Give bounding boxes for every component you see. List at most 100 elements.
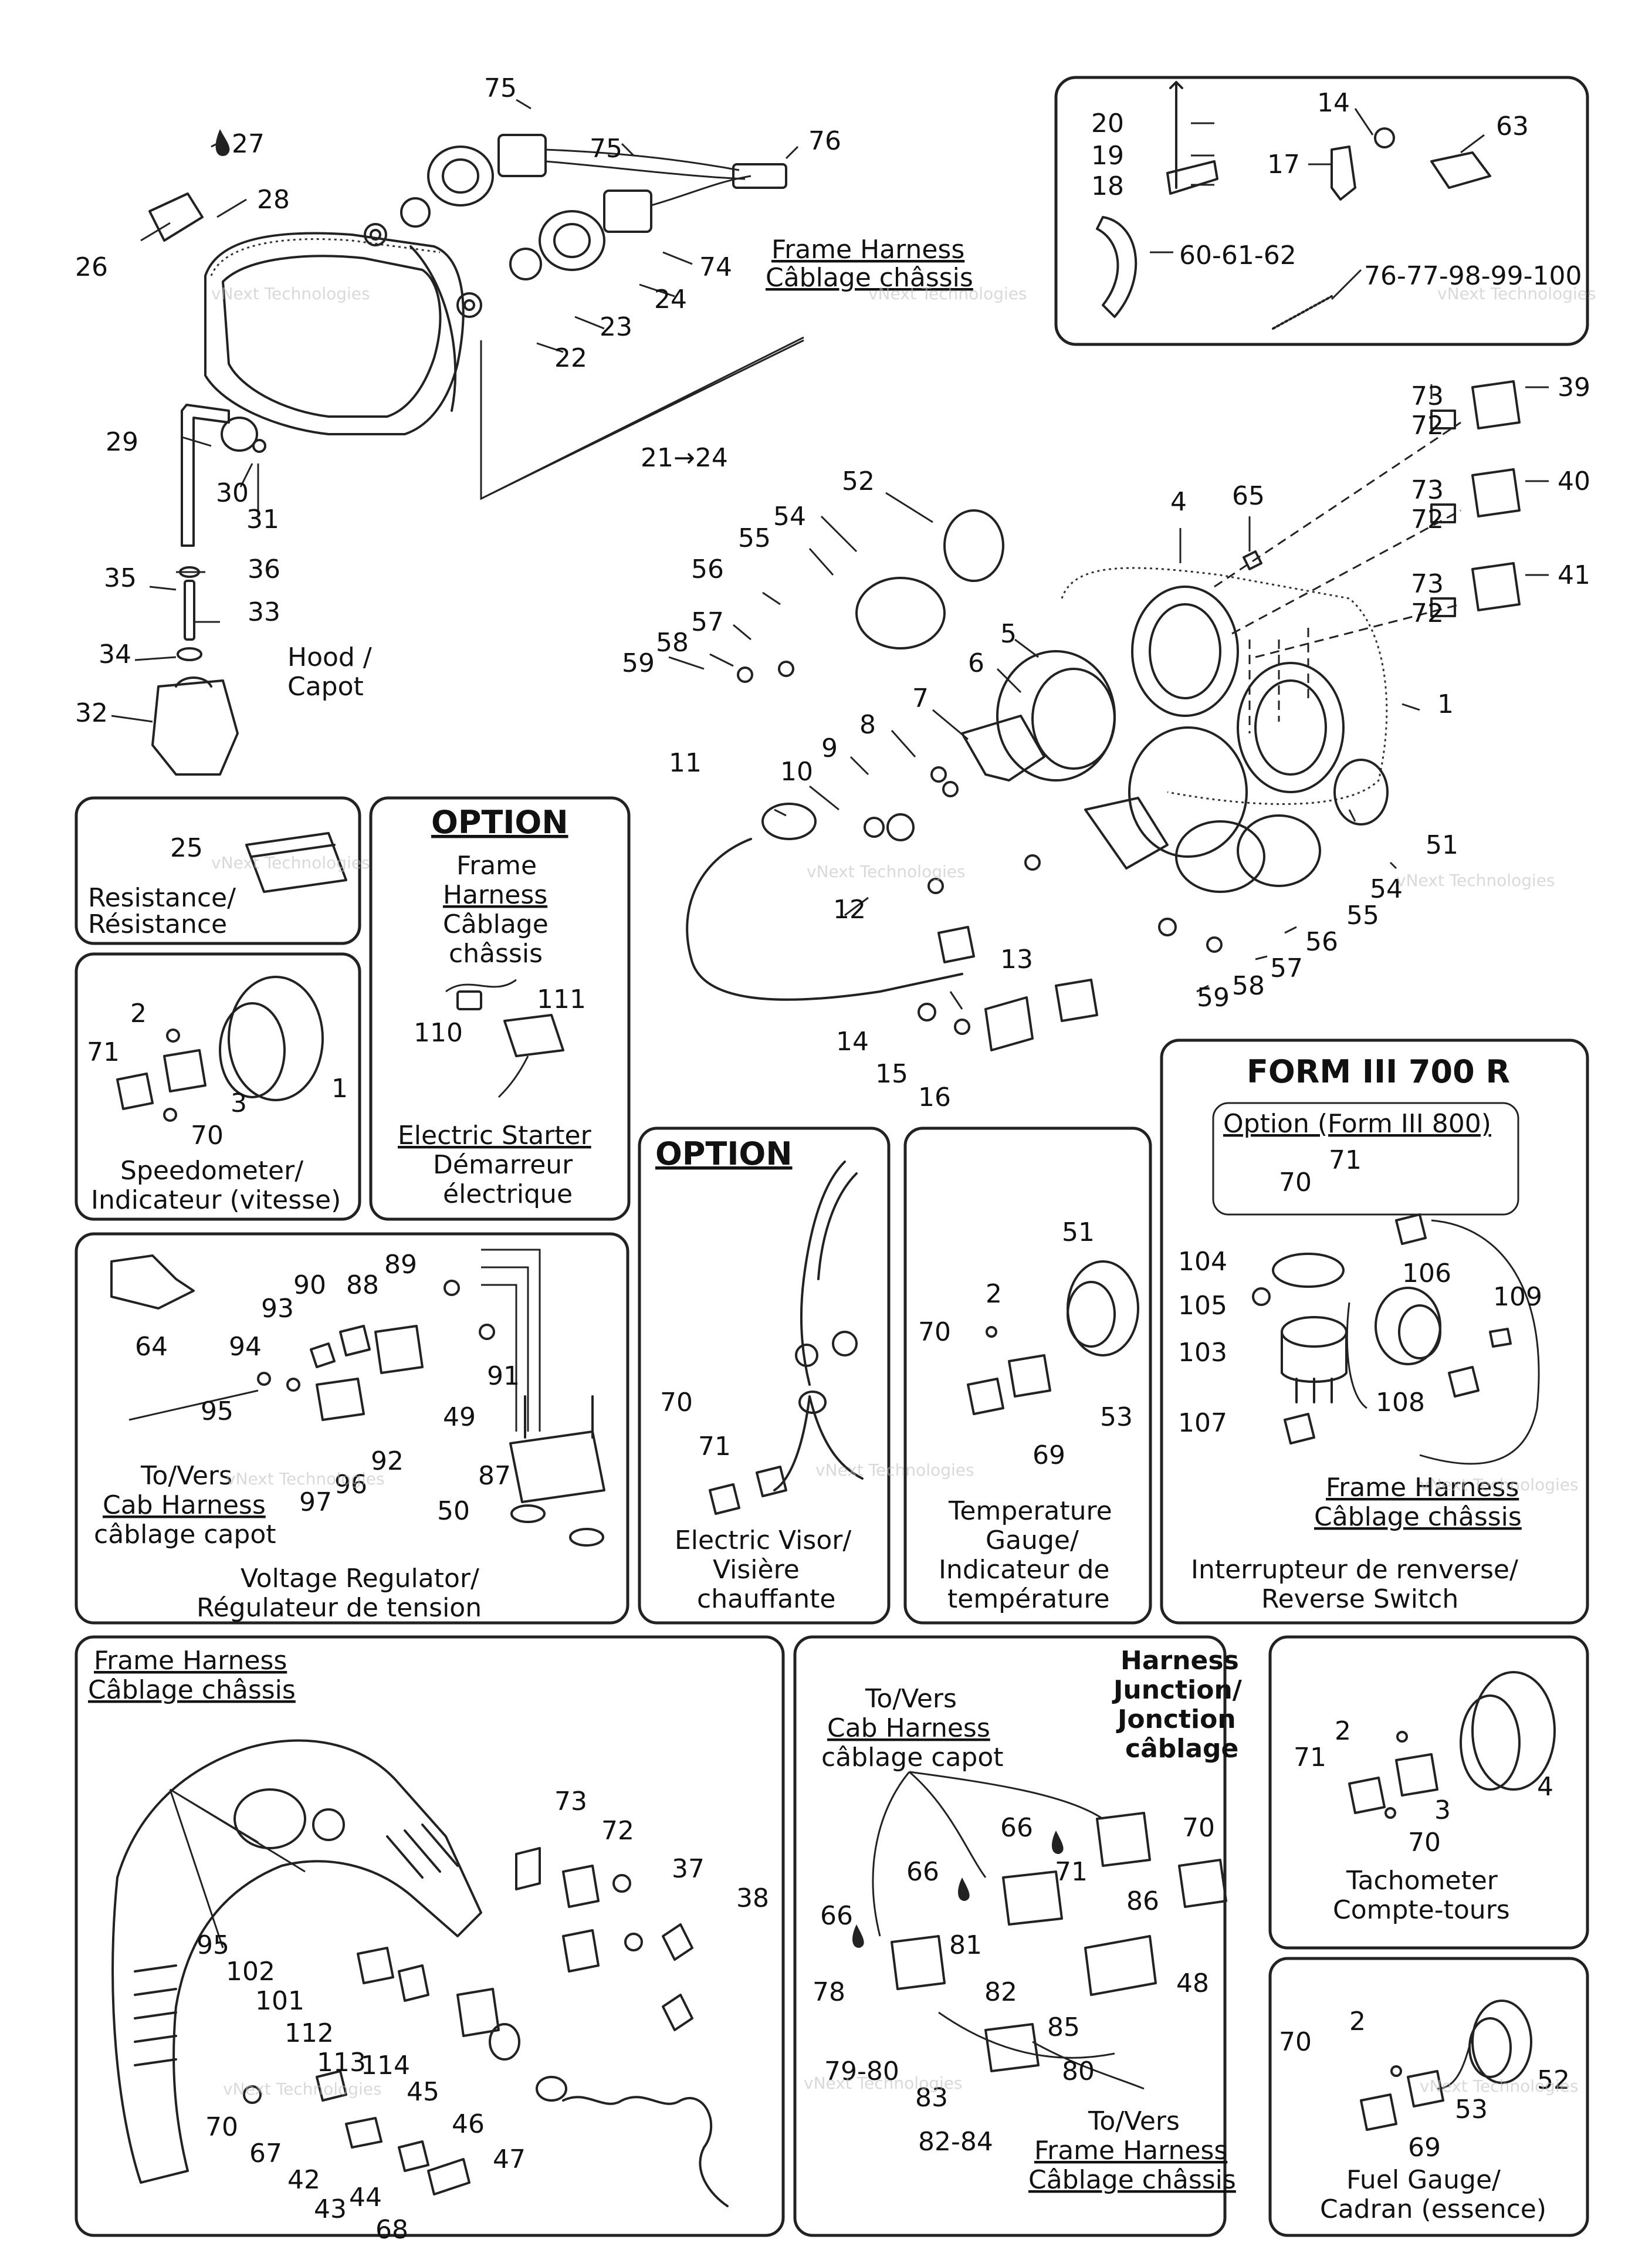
callout: 109 <box>1493 1282 1542 1312</box>
callout: 2 <box>986 1279 1002 1309</box>
frame-harness-form: Frame Harness <box>1326 1473 1519 1503</box>
callout: 10 <box>780 757 813 787</box>
callout: 18 <box>1091 171 1124 201</box>
callout: 4 <box>1170 487 1187 517</box>
callout: 34 <box>99 640 131 669</box>
callout: 2 <box>130 999 147 1029</box>
callout: 2 <box>1349 2007 1366 2037</box>
fuel-gauge-en: Fuel Gauge/ <box>1346 2165 1501 2195</box>
bulb-sockets <box>427 146 605 271</box>
callout: 75 <box>590 134 622 164</box>
panel-resistance <box>75 796 361 945</box>
panel-harness-junction <box>793 1635 1227 2237</box>
callout: 9 <box>821 733 838 763</box>
callout: 48 <box>1176 1968 1209 1998</box>
headlight-housing <box>204 232 465 435</box>
tachometer-gauge <box>1348 1671 1556 1819</box>
callout: 17 <box>1267 150 1300 180</box>
callout: 74 <box>699 252 732 282</box>
leader-lines <box>111 99 1549 1010</box>
callout: 20 <box>1091 109 1124 138</box>
callout: 70 <box>191 1121 224 1151</box>
tachometer-fr: Compte-tours <box>1333 1895 1510 1925</box>
callout: 51 <box>1426 830 1458 860</box>
ignition-parts <box>169 1788 729 2207</box>
callout: 71 <box>698 1432 731 1462</box>
visor-harness <box>709 1161 864 1515</box>
callout: 50 <box>437 1496 470 1526</box>
callout: 43 <box>314 2194 347 2224</box>
callout: 32 <box>75 698 108 728</box>
cablage-chassis-form: Câblage châssis <box>1314 1502 1522 1532</box>
labels: 75 75 76 27 28 26 74 24 23 22 Frame Harn… <box>75 73 1590 2245</box>
speedo-cable-12 <box>686 803 1098 1051</box>
callout: 3 <box>231 1088 247 1118</box>
callout: 108 <box>1376 1388 1425 1418</box>
callout: 71 <box>1055 1857 1088 1887</box>
junction-title-2: Junction/ <box>1112 1675 1243 1705</box>
cablage-chassis-label: Câblage châssis <box>766 263 973 293</box>
cablage-chassis-junction: Câblage châssis <box>1028 2165 1236 2195</box>
panel-option-visor <box>638 1126 891 1625</box>
callout: 91 <box>487 1361 520 1391</box>
callout: 31 <box>246 505 279 535</box>
callout: 72 <box>1411 505 1444 535</box>
connectors-39-41 <box>1214 380 1521 733</box>
watermark-text: vNext Technologies <box>226 1469 385 1489</box>
watermark-text: vNext Technologies <box>1420 2076 1579 2096</box>
callout: 112 <box>285 2018 334 2048</box>
callout: 102 <box>226 1957 275 1987</box>
gauge-cluster <box>737 509 1389 953</box>
callout: 71 <box>1329 1145 1362 1175</box>
watermark-text: vNext Technologies <box>211 853 370 872</box>
callout: 56 <box>691 554 724 584</box>
temperature-fr: Indicateur de <box>939 1555 1109 1585</box>
fuel-gauge <box>1360 2000 1532 2131</box>
callout: 107 <box>1178 1408 1227 1438</box>
callout: 72 <box>1411 411 1444 441</box>
watermark-text: vNext Technologies <box>1437 284 1596 303</box>
callout: 58 <box>656 628 689 658</box>
callout: 70 <box>918 1317 951 1347</box>
callout: 35 <box>104 563 137 593</box>
callout: 106 <box>1402 1259 1451 1288</box>
callout: 70 <box>1279 2027 1312 2057</box>
callout: 73 <box>1411 475 1444 505</box>
callout: 59 <box>622 648 655 678</box>
speedometer-fr: Indicateur (vitesse) <box>91 1185 341 1215</box>
callout: 70 <box>1279 1168 1312 1197</box>
callout: 44 <box>349 2183 382 2213</box>
option-form-800: Option (Form III 800) <box>1223 1109 1491 1139</box>
callout: 76 <box>808 126 841 156</box>
visor-en: Electric Visor/ <box>675 1525 851 1555</box>
callout: 40 <box>1558 466 1590 496</box>
voltage-regulator-en: Voltage Regulator/ <box>241 1564 479 1594</box>
cab-harness-junction: Cab Harness <box>827 1713 990 1743</box>
electric-starter: Electric Starter <box>398 1121 592 1151</box>
callout: 82-84 <box>918 2127 993 2157</box>
callout: 51 <box>1062 1217 1095 1247</box>
resistance-fr: Résistance <box>88 909 227 939</box>
to-vers-frame: To/Vers <box>1088 2106 1180 2136</box>
visor-fr2: chauffante <box>697 1584 835 1614</box>
callout: 96 <box>334 1470 367 1500</box>
callout: 95 <box>197 1930 229 1960</box>
visor-fr: Visière <box>713 1555 800 1585</box>
electrique: électrique <box>443 1179 573 1209</box>
watermark-text: vNext Technologies <box>807 862 966 881</box>
temperature-fr2: température <box>947 1584 1110 1614</box>
option-harness: Harness <box>443 880 547 910</box>
callout: 37 <box>672 1854 705 1884</box>
callout: 29 <box>106 427 138 457</box>
frame-harness-bottom: Frame Harness <box>94 1646 287 1676</box>
callout: 81 <box>949 1930 982 1960</box>
callout: 46 <box>452 2109 485 2139</box>
panel-temperature <box>903 1126 1152 1625</box>
callout: 54 <box>1370 874 1403 904</box>
panel-fuel-gauge <box>1268 1957 1589 2237</box>
callout: 2 <box>1335 1716 1351 1746</box>
option-visor-title: OPTION <box>655 1135 793 1172</box>
panel-tachometer <box>1268 1635 1589 1950</box>
callout: 82 <box>984 1977 1017 2007</box>
